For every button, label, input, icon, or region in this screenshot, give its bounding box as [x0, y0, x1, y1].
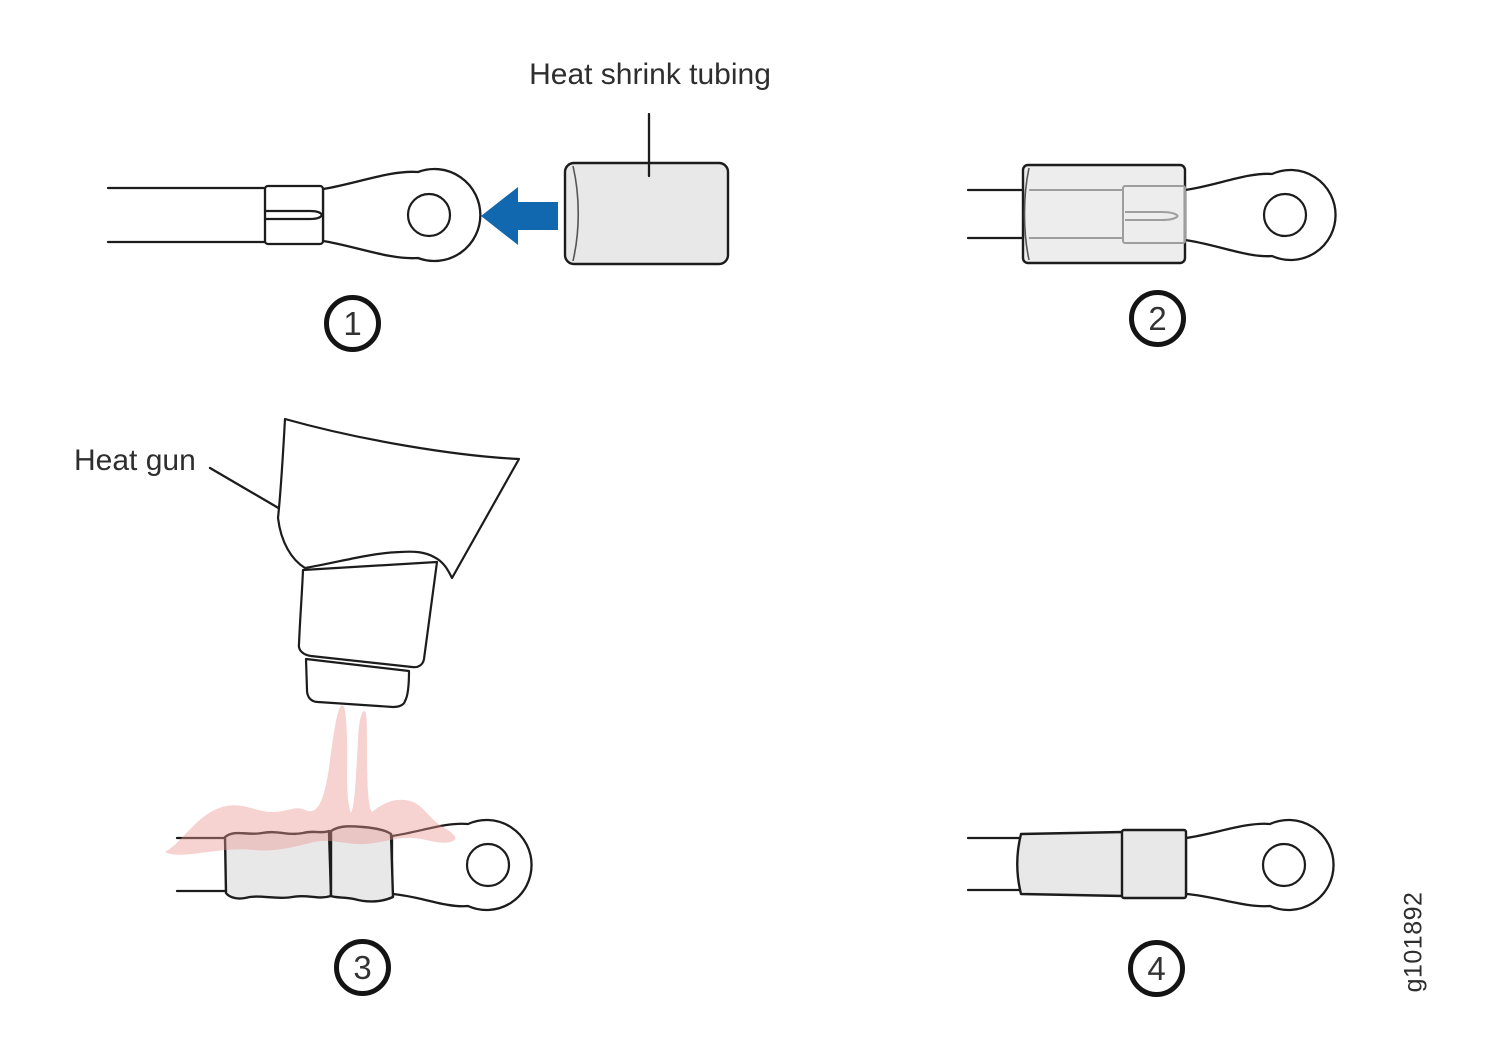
terminal-hole [406, 192, 452, 238]
blue-arrow-icon [481, 187, 558, 245]
step-4-number: 4 [1147, 949, 1166, 987]
ring-terminal [390, 818, 533, 912]
cable-lines [106, 186, 268, 244]
step-2-marker: 2 [1129, 290, 1186, 347]
heat-gun-tip [304, 657, 411, 709]
crimp-seam [264, 209, 324, 221]
cable-seen-through-tube [1029, 189, 1123, 239]
cable-lines [966, 836, 1022, 892]
step2-illustration [966, 163, 1337, 265]
terminal-hole [1261, 842, 1307, 888]
heat-shrink-tube [563, 161, 730, 266]
crimp-barrel [263, 184, 325, 246]
heat-waves [165, 705, 456, 855]
cable-lines [966, 188, 1026, 240]
tube-end-rim [572, 165, 580, 262]
step4-illustration [966, 818, 1335, 912]
crimp-seen-through-tube [1122, 185, 1186, 244]
step-1-number: 1 [343, 304, 362, 342]
step1-illustration [106, 112, 730, 266]
figure-id: g101892 [1399, 891, 1428, 993]
step-2-number: 2 [1148, 299, 1167, 337]
crimp-seam-seen-through-tube [1125, 211, 1179, 221]
cable-lines [175, 836, 228, 893]
step3-illustration [165, 705, 533, 912]
shrinking-tube-front [329, 825, 395, 903]
tube-end-rim [1023, 167, 1030, 261]
heat-gun-illustration [208, 417, 521, 709]
step-1-marker: 1 [324, 295, 381, 352]
heat-gun-label: Heat gun [74, 444, 196, 477]
step-4-marker: 4 [1128, 940, 1185, 997]
ring-terminal [1184, 818, 1335, 912]
heat-shrink-tubing-label: Heat shrink tubing [529, 58, 771, 91]
ring-terminal [321, 167, 482, 263]
heat-gun-leader-line [208, 466, 289, 515]
shrunk-tube-front [1120, 828, 1188, 900]
heat-shrink-tube [1021, 163, 1187, 265]
terminal-hole [1262, 192, 1308, 238]
step-3-number: 3 [353, 948, 372, 986]
heat-gun-nozzle [297, 560, 439, 669]
heat-gun-body [276, 417, 521, 580]
step-3-marker: 3 [334, 939, 391, 996]
terminal-hole [465, 842, 511, 888]
ring-terminal [1183, 168, 1337, 262]
shrunk-tube-rear [1016, 830, 1125, 898]
